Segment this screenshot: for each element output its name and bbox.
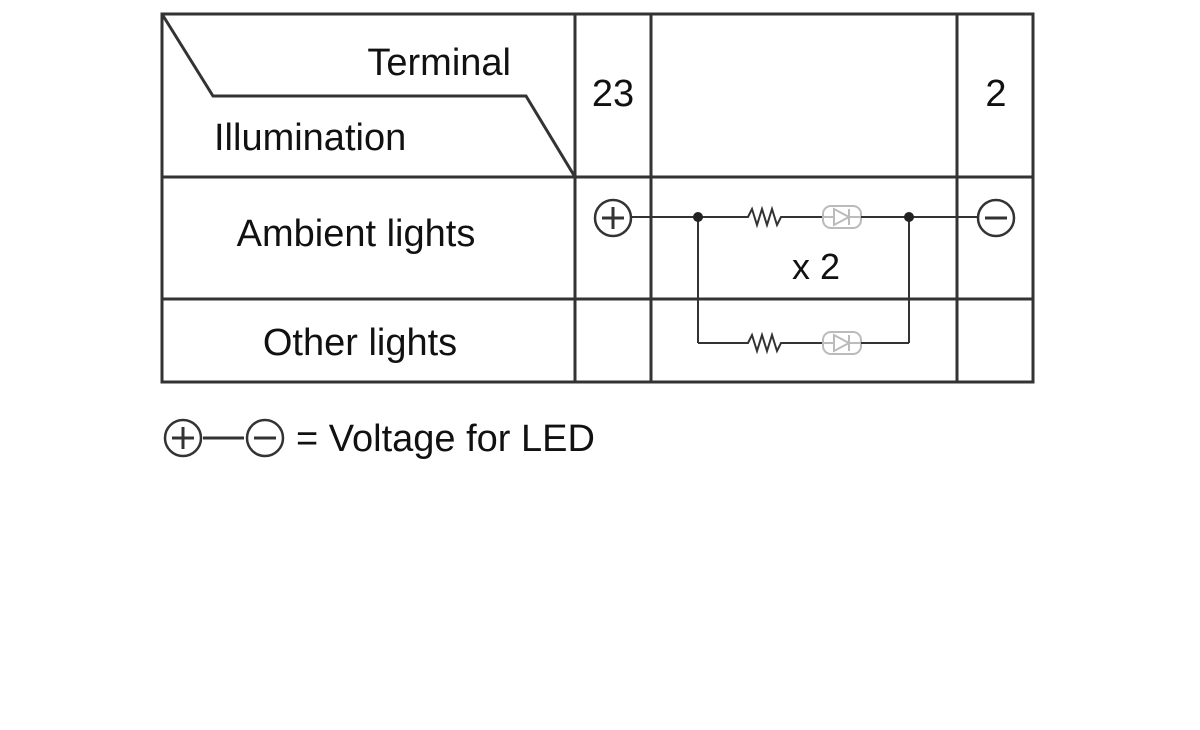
legend: = Voltage for LED <box>163 418 595 460</box>
terminal-2-label: 2 <box>985 73 1006 115</box>
negative-terminal-icon <box>976 198 1016 238</box>
led-bottom <box>822 331 862 355</box>
legend-text: = Voltage for LED <box>296 418 595 460</box>
junction-node-left <box>693 212 703 222</box>
legend-positive-icon <box>163 418 203 458</box>
illumination-header-label: Illumination <box>214 117 406 159</box>
led-circuit <box>593 198 1016 355</box>
resistor-top <box>742 205 790 229</box>
terminal-23-label: 23 <box>592 73 634 115</box>
positive-terminal-icon <box>593 198 633 238</box>
row-label-ambient-lights: Ambient lights <box>237 213 476 255</box>
terminal-header-label: Terminal <box>367 42 511 84</box>
table-grid <box>160 12 1035 384</box>
table-border <box>160 12 1035 384</box>
legend-negative-icon <box>245 418 285 458</box>
multiplier-label: x 2 <box>792 246 840 287</box>
junction-node-right <box>904 212 914 222</box>
header-diagonal-divider <box>160 13 577 178</box>
led-top <box>822 205 862 229</box>
row-label-other-lights: Other lights <box>263 322 457 364</box>
resistor-bottom <box>742 331 790 355</box>
